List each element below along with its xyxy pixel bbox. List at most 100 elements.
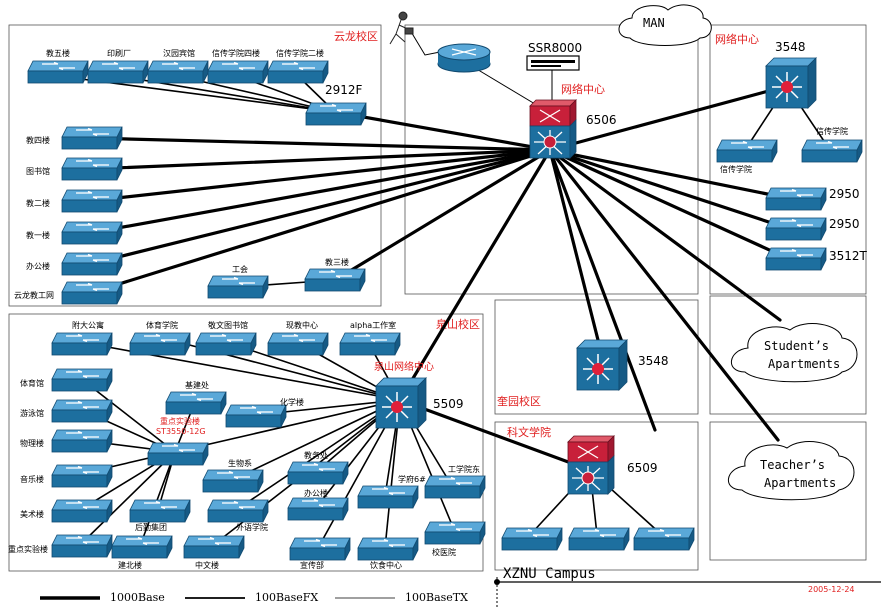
cloud-students-line1: Student’s	[764, 339, 829, 353]
switch-yl-top-5	[267, 60, 329, 84]
core-6506	[529, 99, 577, 159]
qs-left-label-6: 重点实验楼	[8, 544, 48, 554]
switch-yl-left-3	[61, 189, 123, 213]
kewen-model-label: 6509	[627, 461, 658, 475]
campus-bar	[494, 577, 881, 609]
qs-left-label-3: 物理楼	[20, 438, 44, 448]
legend-1000base: 1000Base	[110, 591, 165, 604]
switch-qs-left-1	[51, 368, 113, 392]
switch-yl-left-6	[61, 281, 123, 305]
rc-2950b-label: 2950	[829, 217, 860, 231]
switch-qs-left-3	[51, 429, 113, 453]
qs-houqin-label: 后勤集团	[135, 522, 167, 532]
rc-2950a-label: 2950	[829, 187, 860, 201]
qs-top-label-5: alpha工作室	[350, 320, 396, 330]
switch-houqin	[129, 499, 191, 523]
cloud-teachers	[728, 441, 855, 501]
switch-yl-top-3	[147, 60, 209, 84]
hub-3548-center	[765, 57, 817, 109]
qs-top-label-2: 体育学院	[146, 320, 178, 330]
yl-top-label-5: 信传学院二楼	[276, 48, 324, 58]
person-icon	[389, 11, 414, 45]
switch-2950-a	[765, 187, 827, 211]
switch-yl-left-2	[61, 157, 123, 181]
qs-xiaoyi-label: 校医院	[432, 547, 456, 557]
switch-jiaowu	[287, 461, 349, 485]
cloud-teachers-line2: Apartments	[764, 476, 836, 490]
zone-label-kewen: 科文学院	[507, 425, 551, 439]
switch-zhongwen	[183, 535, 245, 559]
qs-zhongdian-label: 重点实验楼	[160, 416, 200, 426]
switch-qs-top-5	[339, 332, 401, 356]
switch-qs-top-2	[129, 332, 191, 356]
switch-3512t	[765, 247, 827, 271]
jinyuan-model-label: 3548	[638, 354, 669, 368]
switch-yl-top-4	[207, 60, 269, 84]
switch-xinchuan-left	[716, 139, 778, 163]
yl-left-label-6: 云龙教工网	[14, 290, 54, 300]
switch-xuanchuan	[289, 537, 351, 561]
switch-yl-left-5	[61, 252, 123, 276]
yl-top-label-4: 信传学院四楼	[212, 48, 260, 58]
quanshan-center-label: 泉山网络中心	[374, 360, 434, 373]
switch-bangong	[287, 497, 349, 521]
yl-jiao3-label: 教三楼	[325, 257, 349, 267]
qs-jianbei-label: 建北楼	[118, 560, 142, 570]
switch-qs-left-2	[51, 399, 113, 423]
switch-xiaoyi	[424, 521, 486, 545]
diagram-date: 2005-12-24	[808, 585, 855, 594]
zone-kewen	[494, 421, 699, 571]
switch-yinshi	[357, 537, 419, 561]
ssr8000-label: SSR8000	[528, 41, 582, 55]
switch-xueyuan	[357, 485, 419, 509]
zone-jinyuan	[494, 299, 699, 415]
yl-left-label-1: 教四楼	[26, 135, 50, 145]
gigabit-links	[88, 84, 789, 472]
xinchuan-left-label: 信传学院	[720, 164, 752, 174]
router-icon	[437, 43, 491, 73]
qs-xuanchuan-label: 宣传部	[300, 560, 324, 570]
qs-xueyuan-label: 学府6#	[398, 474, 426, 484]
switch-huaxue	[225, 404, 287, 428]
zone-label-yunlong: 云龙校区	[334, 29, 378, 43]
qs-left-label-4: 音乐楼	[20, 474, 44, 484]
switch-st3550	[147, 442, 209, 466]
yl-2912f-label: 2912F	[325, 83, 363, 97]
switch-kewen-2	[568, 527, 630, 551]
switch-jianbei	[111, 535, 173, 559]
zone-quanshan	[8, 313, 484, 572]
yl-gonghui-label: 工会	[232, 264, 248, 274]
switch-yl-top-1	[27, 60, 89, 84]
qs-zhongwen-label: 中文楼	[195, 560, 219, 570]
hub-3548-jinyuan	[576, 339, 628, 391]
switch-qs-top-3	[195, 332, 257, 356]
xinchuan-right-label: 信传学院	[816, 126, 848, 136]
qs-gongxue-label: 工学院东	[448, 464, 480, 474]
switch-kewen-3	[633, 527, 695, 551]
legend-100basefx: 100BaseFX	[255, 591, 318, 604]
zone-label-network-center: 网络中心	[715, 32, 759, 46]
switch-xinchuan-right	[801, 139, 863, 163]
qs-yinshi-label: 饮食中心	[370, 560, 402, 570]
qs-top-label-3: 敬文图书馆	[208, 320, 248, 330]
qs-bangong-label: 办公楼	[304, 488, 328, 498]
qs-top-label-4: 现教中心	[286, 320, 318, 330]
zone-network-center	[709, 24, 867, 295]
switch-yl-left-4	[61, 221, 123, 245]
switch-qs-left-5	[51, 499, 113, 523]
zone-label-jinyuan: 奎园校区	[497, 394, 541, 408]
core-model-label: 6506	[586, 113, 617, 127]
cloud-teachers-line1: Teacher’s	[760, 458, 825, 472]
switch-qs-left-6	[51, 534, 113, 558]
qs-huaxue-label: 化学楼	[280, 397, 304, 407]
yl-top-label-1: 教五楼	[46, 48, 70, 58]
qs-left-label-2: 游泳馆	[20, 408, 44, 418]
yl-left-label-5: 办公楼	[26, 261, 50, 271]
switch-jiao3	[304, 268, 366, 292]
hub-5509	[375, 377, 427, 429]
switch-kewen-1	[501, 527, 563, 551]
cloud-man	[618, 4, 712, 46]
cloud-students	[731, 323, 858, 383]
switch-gongxue	[424, 475, 486, 499]
